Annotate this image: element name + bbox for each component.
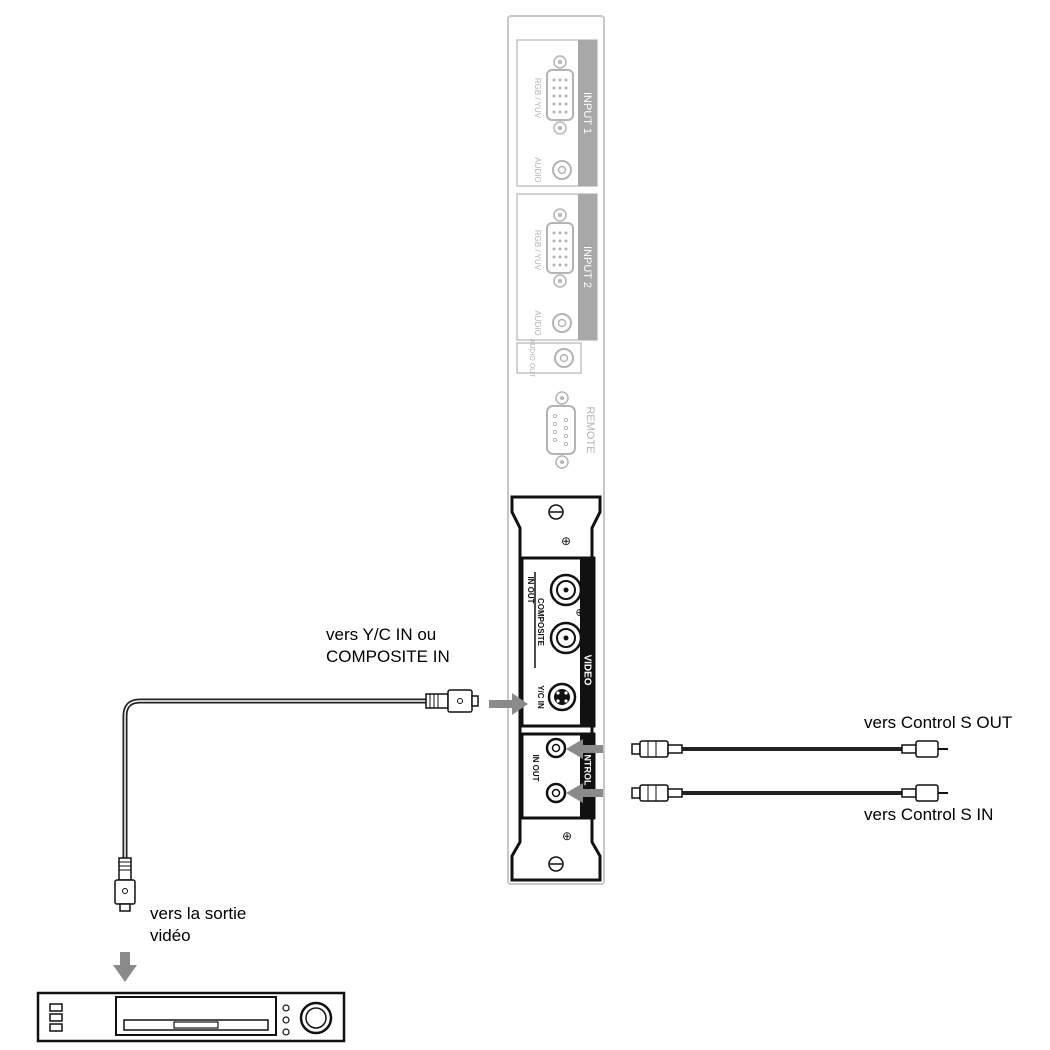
audio-out-jack <box>554 348 574 368</box>
arrows <box>113 693 603 982</box>
video-subpanel: VIDEO ⊕ IN OUT COMPOSITE Y/C IN <box>520 556 596 728</box>
arrow-to-control-in <box>566 739 603 759</box>
input1-block: INPUT 1 RGB / YUV AUDIO <box>516 39 598 187</box>
input1-header: INPUT 1 <box>581 92 593 134</box>
vcr-icon <box>36 991 346 1043</box>
control-s-in-jack <box>545 737 567 759</box>
input2-header: INPUT 2 <box>581 246 593 288</box>
callout-video-out-line1: vers la sortie <box>150 904 247 923</box>
control-s-in-cable <box>631 784 948 802</box>
input1-audio-jack <box>552 160 572 180</box>
svideo-plug-panel-side <box>425 693 449 709</box>
arrow-to-video-out <box>113 952 137 982</box>
callout-control-s-out: vers Control S OUT <box>864 713 1013 732</box>
video-label-bar <box>580 558 594 726</box>
composite-label: COMPOSITE <box>536 598 545 647</box>
input2-audio-jack <box>552 313 572 333</box>
remote-port <box>546 405 576 455</box>
svideo-cable <box>114 689 479 912</box>
input2-audio-label: AUDIO <box>533 310 542 335</box>
callout-control-s-in: vers Control S IN <box>864 805 994 824</box>
arrow-to-yc-in <box>489 693 528 715</box>
audio-out-block: AUDIO OUT <box>516 339 582 379</box>
control-s-out-cable <box>631 740 948 758</box>
svg-text:⊕: ⊕ <box>562 829 572 843</box>
svg-text:⊕: ⊕ <box>575 607 584 619</box>
remote-block: REMOTE <box>546 391 596 469</box>
control-header: NTROL <box>583 755 593 786</box>
composite-in-out-label: IN OUT <box>526 576 535 603</box>
input1-audio-label: AUDIO <box>533 157 542 182</box>
input2-block: INPUT 2 RGB / YUV AUDIO <box>516 193 598 341</box>
input1-label-bar <box>578 40 597 186</box>
control-s-out-jack <box>545 782 567 804</box>
input2-rgb-port <box>546 222 574 274</box>
arrow-to-control-out <box>566 783 603 803</box>
control-in-out-label: IN OUT <box>531 754 540 781</box>
svg-text:⊕: ⊕ <box>561 534 571 548</box>
yc-in-label: Y/C IN <box>536 685 545 709</box>
callout-yc-in-line2: COMPOSITE IN <box>326 647 450 666</box>
svideo-plug-vcr-side <box>118 857 132 881</box>
input2-port-label: RGB / YUV <box>533 230 542 271</box>
input2-label-bar <box>578 194 597 340</box>
callout-video-out-line2: vidéo <box>150 926 191 945</box>
video-control-module: ⊕ VIDEO ⊕ IN OUT COMPOSITE Y/ <box>510 495 602 882</box>
video-header: VIDEO <box>581 654 592 685</box>
remote-label: REMOTE <box>584 406 596 453</box>
callout-yc-in-line1: vers Y/C IN ou <box>326 625 437 644</box>
audio-out-label: AUDIO OUT <box>528 339 535 379</box>
input1-rgb-port <box>546 69 574 121</box>
input1-port-label: RGB / YUV <box>533 78 542 119</box>
